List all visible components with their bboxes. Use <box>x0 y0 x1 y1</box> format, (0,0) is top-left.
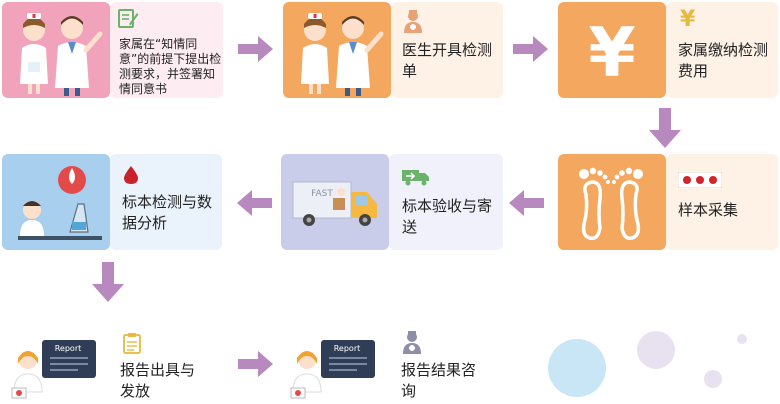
step-payment-label: 家属缴纳检测费用 <box>678 41 769 80</box>
consent-illustration <box>2 2 110 98</box>
step-report-label: 报告出具与发放 <box>120 361 196 400</box>
arrow-down-2 <box>92 262 124 306</box>
arrow-left-1 <box>508 190 544 220</box>
doctor-figure <box>55 16 103 96</box>
arrow-left-2 <box>236 190 272 220</box>
delivery-truck-icon <box>402 168 430 190</box>
arrow-right-2 <box>513 36 549 66</box>
doctor-icon <box>403 9 423 37</box>
step-sample-label: 样本采集 <box>678 201 739 219</box>
step-consent-label: 家属在“知情同意”的前提下提出检测要求，并签署知情同意书 <box>119 37 222 96</box>
step-consult-label: 报告结果咨询 <box>401 361 477 400</box>
blood-drop-icon <box>124 166 138 188</box>
step-analysis-label: 标本检测与数据分析 <box>122 193 213 232</box>
edit-document-icon <box>117 7 139 33</box>
yen-icon: ¥ <box>680 7 696 32</box>
truck-text: FAST <box>311 189 333 199</box>
transport-illustration: FAST <box>281 154 389 250</box>
yen-symbol: ¥ <box>588 14 635 93</box>
blood-dots-icon <box>677 171 723 192</box>
clipboard-icon <box>123 332 141 358</box>
arrow-right-3 <box>238 351 274 381</box>
payment-illustration: ¥ <box>558 2 666 98</box>
payment-card <box>666 2 778 98</box>
decor-bubble-medium <box>637 331 675 369</box>
doctor-order-illustration <box>283 2 391 98</box>
nurse-figure <box>20 13 48 94</box>
report-text: Report <box>55 344 82 353</box>
step-doctor-order-label: 医生开具检测单 <box>402 41 493 80</box>
report-text: Report <box>334 344 361 353</box>
report-illustration: Report <box>8 336 98 404</box>
decor-bubble-small <box>704 370 722 388</box>
decor-bubble-tiny <box>737 334 747 344</box>
sample-illustration <box>558 154 666 250</box>
step-transport-label: 标本验收与寄送 <box>402 197 493 236</box>
arrow-down-1 <box>649 108 681 152</box>
sample-card <box>666 154 778 250</box>
consult-illustration: Report <box>287 336 377 404</box>
decor-bubble-large <box>548 339 606 397</box>
analysis-illustration <box>2 154 110 250</box>
consent-card <box>110 2 223 98</box>
arrow-right-1 <box>238 36 274 66</box>
doctor-icon <box>402 330 422 358</box>
